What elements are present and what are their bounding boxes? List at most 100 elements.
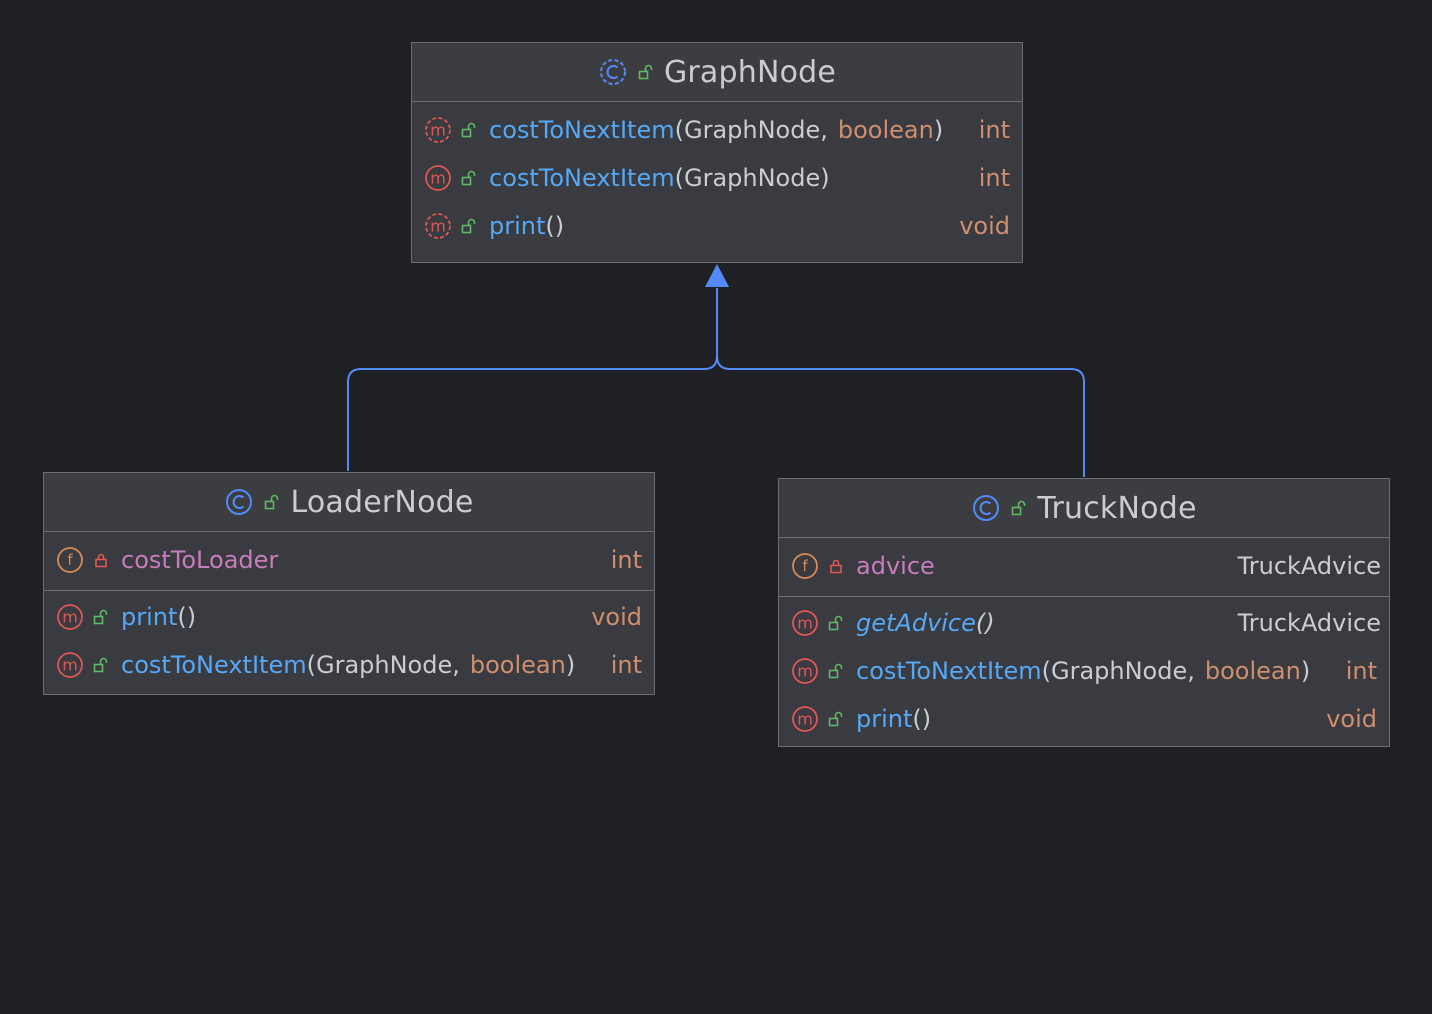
public-icon xyxy=(461,122,476,138)
method-row[interactable]: m print() void xyxy=(44,593,654,641)
method-icon: m xyxy=(792,706,818,732)
field-signature: advice xyxy=(856,552,1230,580)
method-row[interactable]: m costToNextItem(GraphNode,boolean) int xyxy=(412,106,1022,154)
method-row[interactable]: m print() void xyxy=(412,202,1022,250)
return-type: int xyxy=(978,164,1010,192)
method-icon: m xyxy=(425,165,451,191)
method-name: print xyxy=(121,603,178,631)
fields-section: f advice TruckAdvice xyxy=(779,538,1389,597)
field-type: TruckAdvice xyxy=(1237,552,1381,580)
method-name: costToNextItem xyxy=(489,116,675,144)
field-icon: f xyxy=(792,553,818,579)
method-row[interactable]: m print() void xyxy=(779,695,1389,743)
parens: () xyxy=(545,212,565,240)
svg-text:m: m xyxy=(62,656,78,675)
svg-text:m: m xyxy=(797,710,813,729)
method-name: costToNextItem xyxy=(121,651,307,679)
class-header: TruckNode xyxy=(779,479,1389,538)
field-name: costToLoader xyxy=(121,546,279,574)
class-graphnode[interactable]: GraphNode m costToNextItem(GraphNode,boo… xyxy=(411,42,1023,263)
edge-trucknode-to-graphnode xyxy=(716,355,1085,477)
method-signature: costToNextItem(GraphNode, boolean) xyxy=(856,657,1338,685)
method-name: getAdvice xyxy=(856,609,976,637)
public-icon xyxy=(265,494,279,510)
public-icon xyxy=(1012,500,1026,516)
method-name: print xyxy=(856,705,913,733)
private-lock-icon xyxy=(830,559,842,574)
public-icon xyxy=(828,663,843,679)
method-row[interactable]: m getAdvice() TruckAdvice xyxy=(779,599,1389,647)
parens: () xyxy=(975,609,995,637)
method-signature: print() xyxy=(121,603,583,631)
class-header: GraphNode xyxy=(412,43,1022,102)
svg-text:m: m xyxy=(430,169,446,188)
edge-loadernode-to-graphnode xyxy=(347,288,718,471)
return-type: int xyxy=(1345,657,1377,685)
paren-close: ) xyxy=(933,116,944,144)
svg-text:m: m xyxy=(430,121,446,140)
paren-close: ) xyxy=(1300,657,1311,685)
parens: () xyxy=(912,705,932,733)
paren-close: ) xyxy=(820,164,830,192)
public-icon xyxy=(461,170,476,186)
param-type: GraphNode xyxy=(315,651,453,679)
inheritance-arrowhead xyxy=(705,264,729,287)
method-row[interactable]: m costToNextItem(GraphNode,boolean) int xyxy=(44,641,654,689)
svg-text:m: m xyxy=(797,662,813,681)
public-icon xyxy=(828,711,843,727)
method-signature: costToNextItem(GraphNode,boolean) xyxy=(489,116,971,144)
field-row[interactable]: f advice TruckAdvice xyxy=(779,542,1389,590)
class-icon xyxy=(973,495,1000,521)
svg-text:m: m xyxy=(430,217,446,236)
method-icon: m xyxy=(792,610,818,636)
class-trucknode[interactable]: TruckNode f advice TruckAdvice m xyxy=(778,478,1390,747)
param-type: boolean xyxy=(837,116,934,144)
class-icon xyxy=(599,59,626,85)
methods-section: m costToNextItem(GraphNode,boolean) int … xyxy=(412,102,1022,250)
class-icon xyxy=(226,489,253,515)
methods-section: m print() void m costToNextItem(GraphNod… xyxy=(44,591,654,689)
field-type: int xyxy=(610,546,642,574)
method-icon: m xyxy=(57,604,83,630)
method-name: costToNextItem xyxy=(856,657,1042,685)
param-type: GraphNode xyxy=(683,164,821,192)
method-name: print xyxy=(489,212,546,240)
paren-close: ) xyxy=(565,651,576,679)
paren-open: ( xyxy=(1041,657,1051,685)
return-type: void xyxy=(591,603,642,631)
public-icon xyxy=(93,657,108,673)
paren-open: ( xyxy=(674,164,684,192)
return-type: int xyxy=(610,651,642,679)
abstract-method-icon: m xyxy=(425,213,451,239)
svg-text:f: f xyxy=(67,551,73,569)
fields-section: f costToLoader int xyxy=(44,532,654,591)
class-name: GraphNode xyxy=(663,54,837,90)
method-row[interactable]: m costToNextItem(GraphNode, boolean) int xyxy=(779,647,1389,695)
param-type: GraphNode xyxy=(683,116,821,144)
method-signature: print() xyxy=(489,212,951,240)
method-signature: costToNextItem(GraphNode) xyxy=(489,164,971,192)
param-type: boolean xyxy=(1204,657,1301,685)
public-icon xyxy=(638,64,653,80)
field-name: advice xyxy=(856,552,935,580)
public-icon xyxy=(828,615,843,631)
return-type: TruckAdvice xyxy=(1237,609,1381,637)
class-name: TruckNode xyxy=(1037,490,1197,526)
param-separator: , xyxy=(1187,657,1195,685)
method-icon: m xyxy=(792,658,818,684)
method-row[interactable]: m costToNextItem(GraphNode) int xyxy=(412,154,1022,202)
return-type: void xyxy=(1326,705,1377,733)
public-icon xyxy=(461,218,476,234)
field-row[interactable]: f costToLoader int xyxy=(44,536,654,584)
paren-open: ( xyxy=(306,651,316,679)
field-signature: costToLoader xyxy=(121,546,603,574)
class-loadernode[interactable]: LoaderNode f costToLoader int m xyxy=(43,472,655,695)
public-icon xyxy=(93,609,108,625)
svg-text:m: m xyxy=(797,614,813,633)
param-type: GraphNode xyxy=(1050,657,1188,685)
field-icon: f xyxy=(57,547,83,573)
return-type: void xyxy=(959,212,1010,240)
method-signature: print() xyxy=(856,705,1318,733)
class-name: LoaderNode xyxy=(290,484,474,520)
